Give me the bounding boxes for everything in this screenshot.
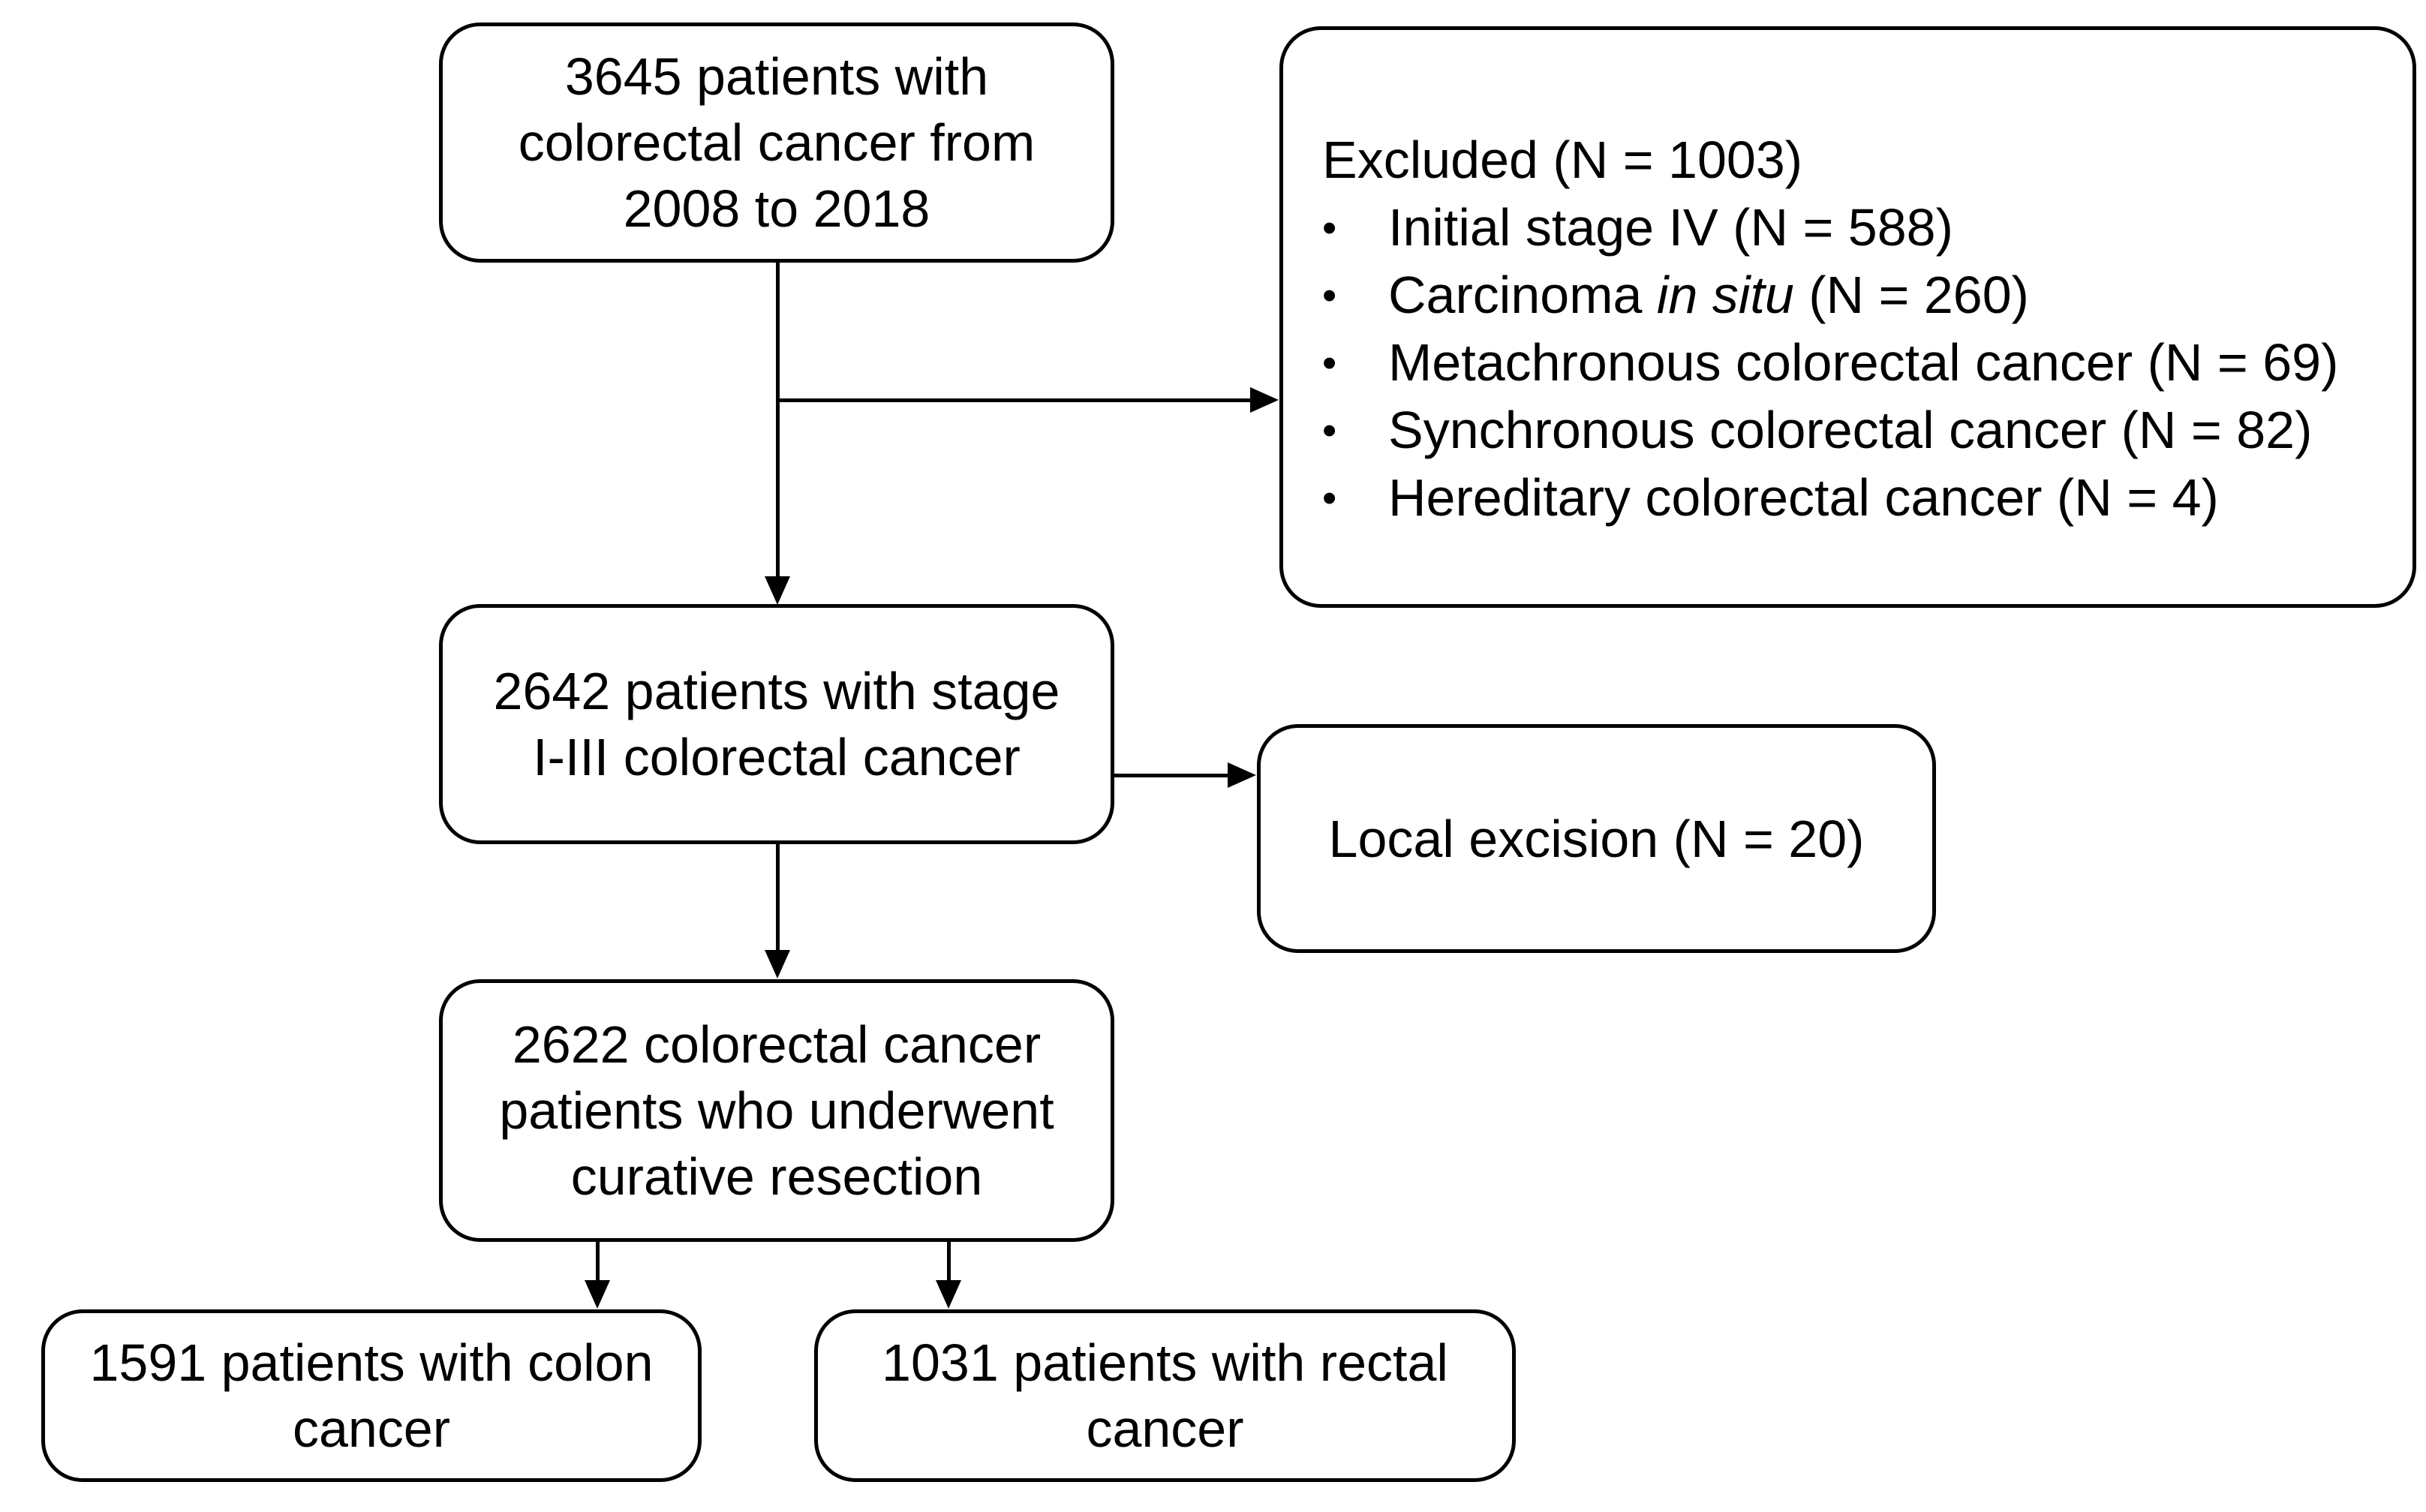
bullet-icon: • [1322,339,1337,386]
box-colon-cancer-line-1: 1591 patients with colon [89,1333,654,1392]
arrowhead-curative-to-rectal [936,1280,961,1309]
box-total-patients-line-3: 2008 to 2018 [623,179,930,238]
connector-top-to-stage [776,261,780,578]
excluded-item-hereditary: • Hereditary colorectal cancer (N = 4) [1322,464,2390,531]
box-total-patients-line-2: colorectal cancer from [518,113,1036,172]
arrowhead-curative-to-colon [585,1280,610,1309]
bullet-icon: • [1322,272,1337,318]
arrowhead-stage-to-local [1228,762,1256,788]
box-colon-cancer-line-2: cancer [292,1399,451,1458]
text-segment: Initial stage IV (N = 588) [1388,198,1953,257]
connector-stage-to-local [1113,774,1230,777]
bullet-icon: • [1322,474,1337,521]
box-curative-resection: 2622 colorectal cancer patients who unde… [439,979,1114,1242]
excluded-item-synchronous: • Synchronous colorectal cancer (N = 82) [1322,396,2390,464]
box-excluded: Excluded (N = 1003) • Initial stage IV (… [1279,26,2416,608]
arrowhead-branch-to-excluded [1250,387,1279,413]
excluded-title: Excluded (N = 1003) [1322,131,1803,189]
arrowhead-top-to-stage [765,576,790,605]
box-local-excision-label: Local excision (N = 20) [1328,809,1865,868]
connector-stage-to-curative [776,843,780,952]
excluded-item-text: Synchronous colorectal cancer (N = 82) [1388,396,2312,464]
box-colon-cancer: 1591 patients with colon cancer [41,1309,702,1482]
box-total-patients: 3645 patients with colorectal cancer fro… [439,23,1114,263]
box-rectal-cancer-line-1: 1031 patients with rectal [882,1333,1448,1392]
box-stage-i-iii-line-1: 2642 patients with stage [493,662,1060,720]
box-rectal-cancer: 1031 patients with rectal cancer [814,1309,1516,1482]
bullet-icon: • [1322,407,1337,453]
excluded-item-metachronous: • Metachronous colorectal cancer (N = 69… [1322,329,2390,396]
text-segment: (N = 260) [1793,266,2029,324]
arrowhead-stage-to-curative [765,950,790,978]
box-curative-resection-line-2: patients who underwent [499,1081,1054,1140]
excluded-item-text: Carcinoma in situ (N = 260) [1388,261,2029,329]
excluded-item-text: Metachronous colorectal cancer (N = 69) [1388,329,2338,396]
box-total-patients-line-1: 3645 patients with [564,47,989,106]
box-curative-resection-line-3: curative resection [570,1147,983,1206]
text-segment: Metachronous colorectal cancer (N = 69) [1388,333,2339,392]
bullet-icon: • [1322,204,1337,251]
excluded-item-stage-iv: • Initial stage IV (N = 588) [1322,194,2390,261]
text-segment: Carcinoma [1388,266,1657,324]
connector-curative-to-colon [596,1240,600,1282]
excluded-item-text: Initial stage IV (N = 588) [1388,194,1953,261]
box-stage-i-iii-line-2: I-III colorectal cancer [533,728,1021,786]
box-curative-resection-line-1: 2622 colorectal cancer [512,1015,1042,1074]
text-segment: Hereditary colorectal cancer (N = 4) [1388,468,2219,527]
excluded-item-text: Hereditary colorectal cancer (N = 4) [1388,464,2219,531]
connector-curative-to-rectal [947,1240,951,1282]
text-segment: Synchronous colorectal cancer (N = 82) [1388,401,2313,459]
text-segment-italic: in situ [1656,266,1794,324]
connector-branch-to-excluded [776,398,1253,402]
box-stage-i-iii: 2642 patients with stage I-III colorecta… [439,604,1114,844]
box-rectal-cancer-line-2: cancer [1086,1399,1244,1458]
box-local-excision: Local excision (N = 20) [1257,724,1936,953]
excluded-item-carcinoma-in-situ: • Carcinoma in situ (N = 260) [1322,261,2390,329]
